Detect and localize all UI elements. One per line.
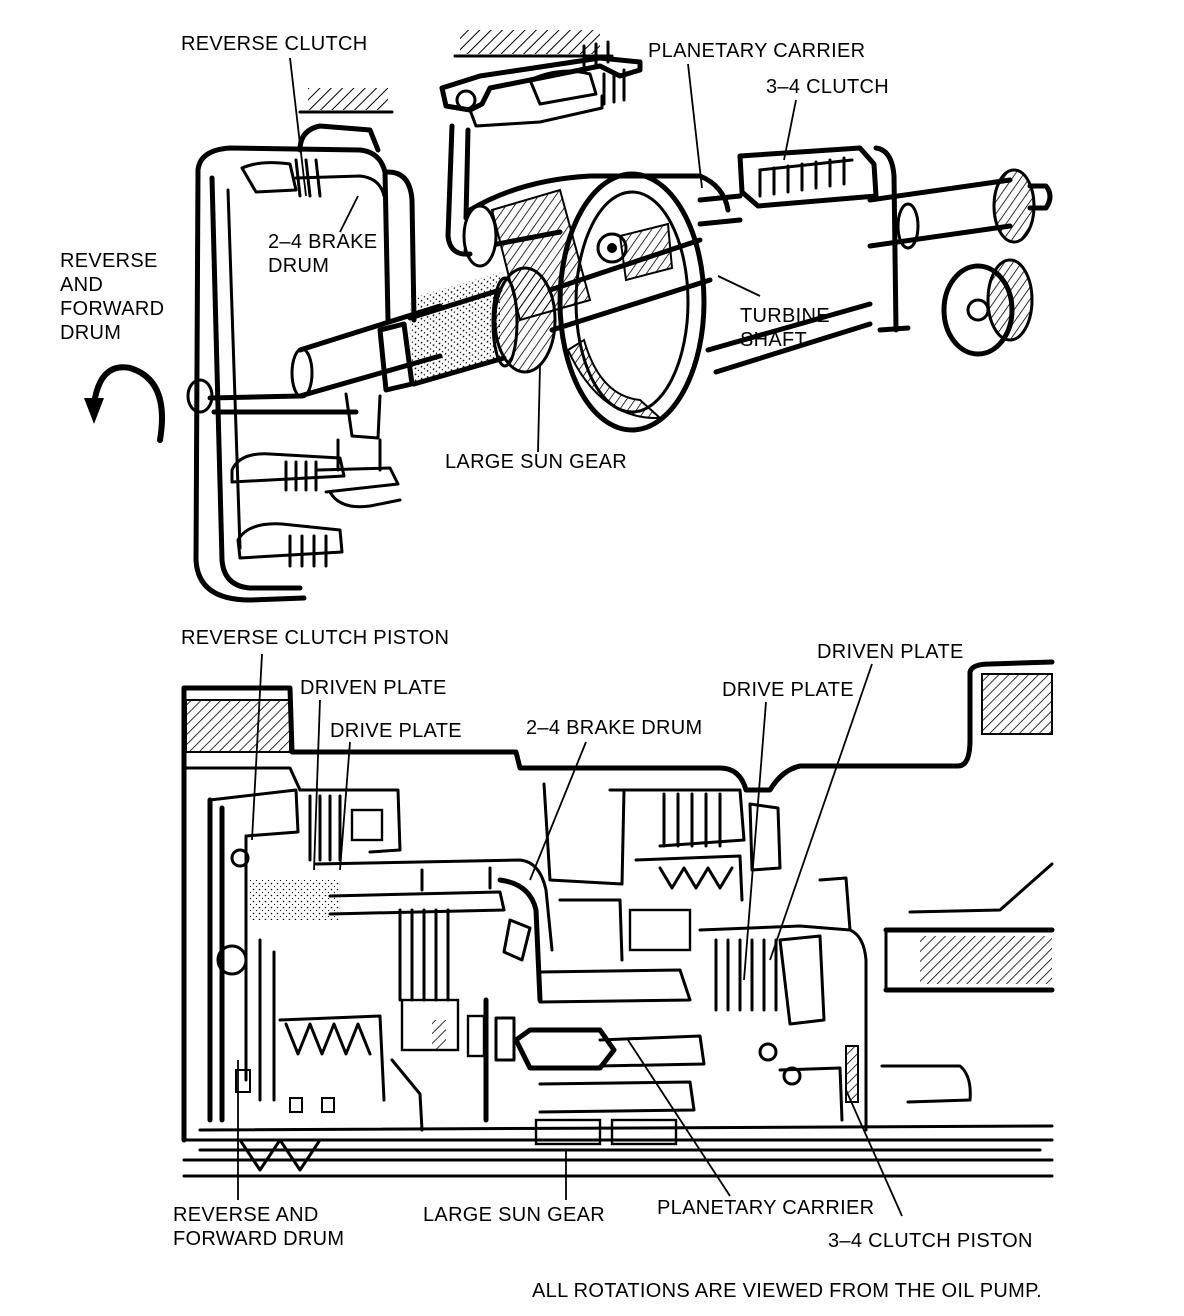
clutch-3-4-shape <box>737 145 911 333</box>
ground-hatch-left <box>308 88 388 110</box>
brake-drum-2-4-section <box>483 782 626 1123</box>
ground-hatch-center <box>460 30 600 54</box>
main-shaft-shape <box>290 272 507 399</box>
label-turbine-line1: TURBINE <box>740 305 830 327</box>
label-3-4-clutch-piston: 3–4 CLUTCH PISTON <box>828 1230 1033 1252</box>
leader-lines-section <box>237 653 903 1217</box>
label-large-sun-gear-top: LARGE SUN GEAR <box>445 451 628 473</box>
planetary-carrier-shape <box>462 171 873 433</box>
label-2-4-brake-drum-top: 2–4 BRAKE DRUM <box>268 230 377 278</box>
leader-lines-top <box>289 57 797 453</box>
label-driven-plate-right: DRIVEN PLATE <box>817 641 964 663</box>
label-turbine-line2: SHAFT <box>740 329 808 351</box>
label-drum-line1: REVERSE <box>60 250 158 272</box>
planetary-section <box>513 788 782 1146</box>
label-large-sun-gear-section: LARGE SUN GEAR <box>423 1204 606 1226</box>
drive-plates-left <box>314 858 554 1132</box>
reverse-clutch-section <box>207 788 402 1123</box>
label-section-drum-line1: REVERSE AND <box>173 1204 319 1226</box>
output-shaft-section <box>883 862 1055 993</box>
label-3-4-clutch: 3–4 CLUTCH <box>766 76 890 98</box>
label-turbine-shaft: TURBINE SHAFT <box>740 304 830 352</box>
center-shaft-section <box>198 1124 1054 1172</box>
label-reverse-forward-drum-section: REVERSE AND FORWARD DRUM <box>173 1203 344 1251</box>
label-reverse-clutch: REVERSE CLUTCH <box>181 33 368 55</box>
label-reverse-clutch-piston: REVERSE CLUTCH PISTON <box>181 627 450 649</box>
rotation-arrow-icon <box>84 364 165 443</box>
clutch-3-4-section <box>698 876 972 1132</box>
reverse-forward-drum-shape <box>186 123 417 603</box>
label-2-4-brake-drum-section: 2–4 BRAKE DRUM <box>526 717 703 739</box>
transmission-case-outline <box>181 659 1055 1178</box>
label-drum-line3: FORWARD <box>60 298 165 320</box>
label-drive-plate-right: DRIVE PLATE <box>722 679 854 701</box>
label-drum-line4: DRUM <box>60 322 122 344</box>
turbine-shaft-shape <box>867 168 1053 357</box>
label-driven-plate-left: DRIVEN PLATE <box>300 677 447 699</box>
label-planetary-carrier-section: PLANETARY CARRIER <box>657 1197 875 1219</box>
label-drive-plate-left: DRIVE PLATE <box>330 720 462 742</box>
footnote: ALL ROTATIONS ARE VIEWED FROM THE OIL PU… <box>532 1280 1043 1302</box>
label-section-drum-line2: FORWARD DRUM <box>173 1228 345 1250</box>
label-drum-line2: AND <box>60 274 104 296</box>
exploded-view-illustration <box>84 30 1053 603</box>
label-planetary-carrier-top: PLANETARY CARRIER <box>648 40 866 62</box>
label-2-4-brake-line2: DRUM <box>268 255 330 277</box>
upper-clutch-housing-shape <box>439 40 643 257</box>
cross-section-illustration <box>181 653 1055 1217</box>
label-2-4-brake-line1: 2–4 BRAKE <box>268 231 378 253</box>
label-reverse-forward-drum-top: REVERSE AND FORWARD DRUM <box>60 249 164 345</box>
